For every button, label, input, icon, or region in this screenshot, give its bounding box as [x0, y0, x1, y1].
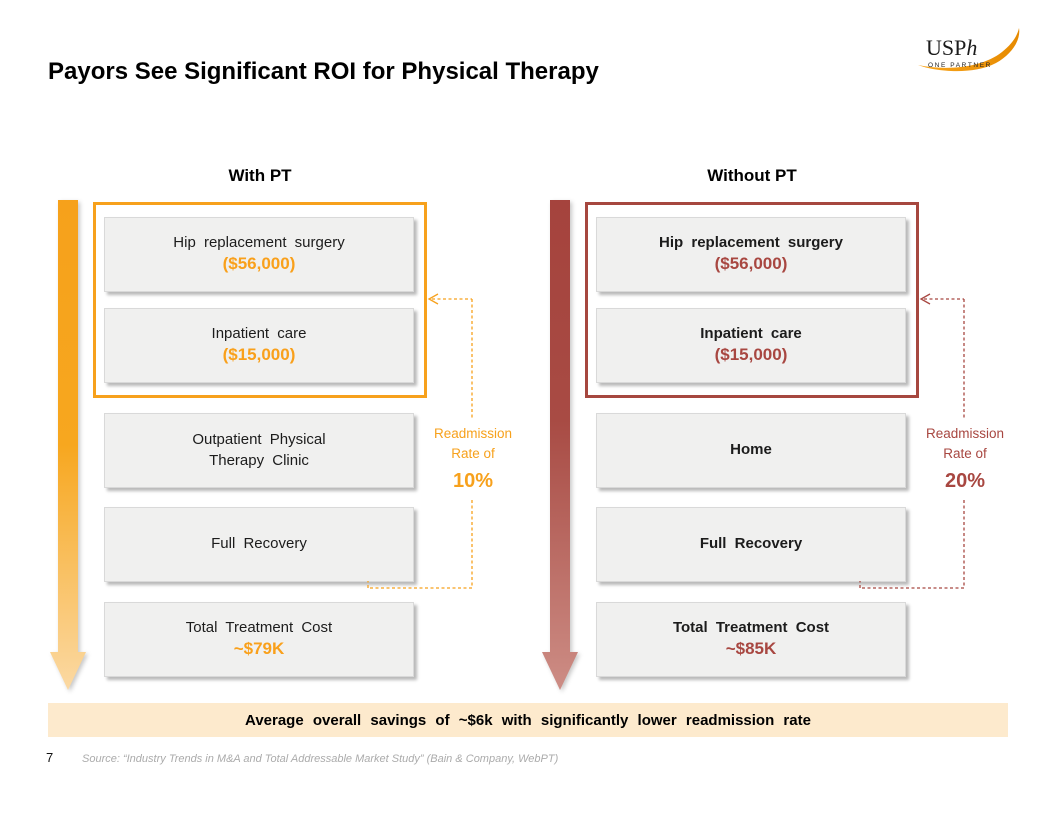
with-pt-group-outline [93, 202, 427, 398]
without-pt-readmission-callout: Readmission Rate of 20% [905, 424, 1025, 496]
dashed-arrowhead-icon [919, 293, 931, 305]
box-cost: ($15,000) [714, 345, 788, 365]
without-pt-flow-arrow [542, 200, 578, 690]
box-label: Inpatient care [700, 324, 802, 342]
dashed-arrowhead-icon [427, 293, 439, 305]
with-pt-box-inpatient-care: Inpatient care ($15,000) [104, 308, 414, 383]
without-pt-box-inpatient-care: Inpatient care ($15,000) [596, 308, 906, 383]
page-number: 7 [46, 750, 54, 765]
without-pt-box-full-recovery: Full Recovery [596, 507, 906, 582]
readmission-label: Rate of [943, 446, 987, 462]
readmission-label: Readmission [925, 426, 1005, 441]
logo-tagline: ONE PARTNER [928, 62, 992, 69]
with-pt-box-hip-surgery: Hip replacement surgery ($56,000) [104, 217, 414, 292]
readmission-label: Rate of [451, 446, 495, 462]
with-pt-box-total-cost: Total Treatment Cost ~$79K [104, 602, 414, 677]
box-label: Full Recovery [699, 535, 803, 553]
source-citation: Source: “Industry Trends in M&A and Tota… [82, 753, 559, 765]
savings-banner: Average overall savings of ~$6k with sig… [48, 703, 1008, 737]
readmission-label: Readmission [433, 426, 513, 441]
box-label: Full Recovery [211, 535, 307, 553]
box-cost: ($15,000) [222, 345, 296, 365]
box-label: Total Treatment Cost [185, 618, 333, 636]
slide-title: Payors See Significant ROI for Physical … [48, 58, 599, 85]
readmission-rate: 20% [944, 469, 986, 492]
box-label: Hip replacement surgery [173, 233, 345, 251]
with-pt-box-full-recovery: Full Recovery [104, 507, 414, 582]
without-pt-group-outline [585, 202, 919, 398]
with-pt-readmission-callout: Readmission Rate of 10% [413, 424, 533, 496]
with-pt-box-outpatient-clinic: Outpatient Physical Therapy Clinic [104, 413, 414, 488]
readmission-rate: 10% [452, 469, 494, 492]
logo-swoosh-icon [918, 28, 1020, 72]
without-pt-readmission-loop [859, 293, 965, 589]
without-pt-box-home: Home [596, 413, 906, 488]
box-label: Inpatient care [211, 324, 307, 342]
box-cost: ~$85K [725, 639, 777, 659]
box-label: Home [730, 441, 772, 459]
with-pt-flow-arrow [50, 200, 86, 690]
without-pt-header: Without PT [707, 166, 797, 185]
box-label: Hip replacement surgery [659, 233, 843, 251]
box-label: Outpatient Physical [192, 431, 326, 449]
without-pt-box-total-cost: Total Treatment Cost ~$85K [596, 602, 906, 677]
logo-wordmark: USPh [926, 35, 977, 60]
without-pt-box-hip-surgery: Hip replacement surgery ($56,000) [596, 217, 906, 292]
box-cost: ~$79K [233, 639, 285, 659]
box-cost: ($56,000) [714, 254, 788, 274]
box-label: Therapy Clinic [209, 451, 309, 469]
box-label: Total Treatment Cost [672, 618, 830, 636]
box-cost: ($56,000) [222, 254, 296, 274]
with-pt-readmission-loop [367, 293, 473, 589]
usph-logo: USPh ONE PARTNER [918, 28, 1020, 72]
with-pt-header: With PT [228, 166, 292, 185]
